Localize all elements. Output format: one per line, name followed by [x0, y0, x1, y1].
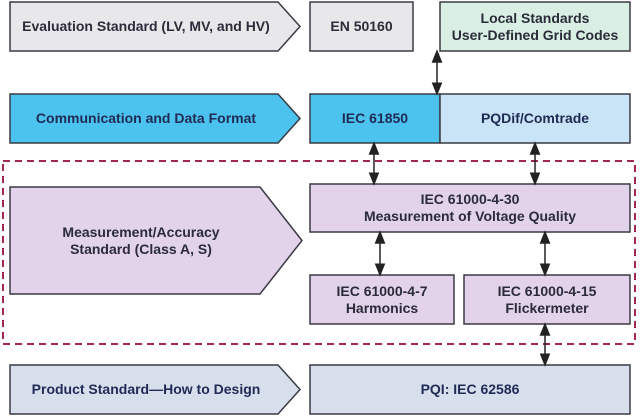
evaluation-standard-arrow — [9, 1, 302, 52]
iec61850-box — [309, 93, 441, 144]
communication-format-arrow — [9, 93, 302, 144]
product-standard-arrow — [9, 364, 302, 415]
iec61000-4-15-box — [463, 274, 631, 325]
en50160-box — [309, 1, 414, 52]
measurement-standard-arrow — [9, 186, 303, 295]
local-standards-box — [439, 1, 631, 52]
measurement-region-border — [2, 160, 636, 345]
iec61000-4-30-box — [309, 183, 631, 233]
iec61000-4-7-box — [309, 274, 455, 325]
pqdif-box — [439, 93, 631, 144]
pqi-iec62586-box — [309, 364, 631, 415]
